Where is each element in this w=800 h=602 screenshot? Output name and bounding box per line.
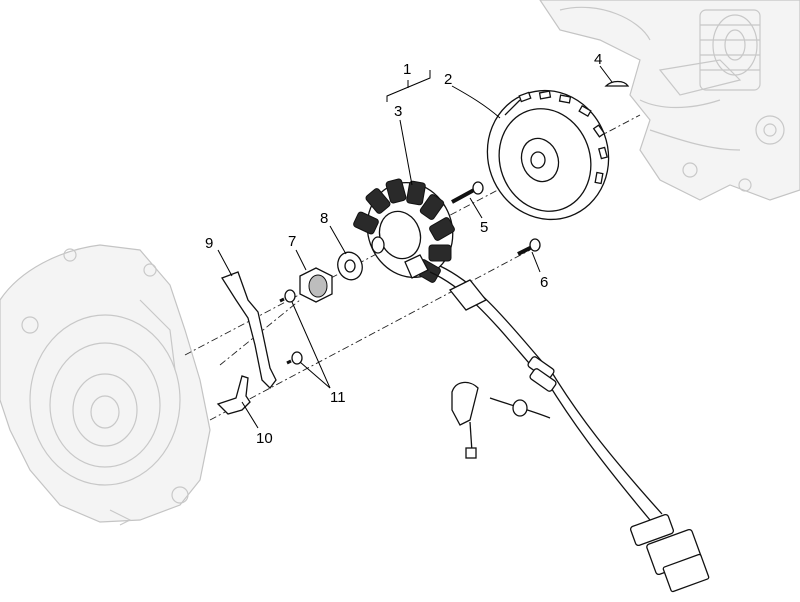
nut bbox=[299, 267, 333, 303]
bracket-plate bbox=[221, 271, 277, 389]
callout-5: 5 bbox=[480, 219, 488, 236]
callout-4: 4 bbox=[594, 51, 602, 68]
callout-8: 8 bbox=[320, 210, 328, 227]
callout-labels: 1 2 3 4 5 6 7 8 9 10 11 bbox=[205, 51, 602, 447]
callout-6: 6 bbox=[540, 274, 548, 291]
leader-lines bbox=[217, 65, 613, 429]
callout-3: 3 bbox=[394, 103, 402, 120]
engine-crankcase-ghost bbox=[539, 0, 800, 201]
screw-6 bbox=[517, 238, 541, 256]
generator-cover-ghost bbox=[0, 244, 211, 526]
callout-1: 1 bbox=[403, 61, 411, 78]
callout-10: 10 bbox=[256, 430, 273, 447]
clip-bracket bbox=[216, 375, 251, 415]
callout-11: 11 bbox=[330, 389, 346, 406]
washer bbox=[337, 251, 363, 281]
callout-2: 2 bbox=[444, 71, 452, 88]
stator bbox=[353, 178, 455, 283]
callout-7: 7 bbox=[288, 233, 296, 250]
screws-11 bbox=[279, 289, 303, 365]
callout-9: 9 bbox=[205, 235, 213, 252]
wiring-harness bbox=[429, 265, 710, 593]
woodruff-key bbox=[604, 80, 630, 87]
stator-screw bbox=[451, 181, 484, 204]
flywheel-rotor bbox=[486, 89, 610, 221]
